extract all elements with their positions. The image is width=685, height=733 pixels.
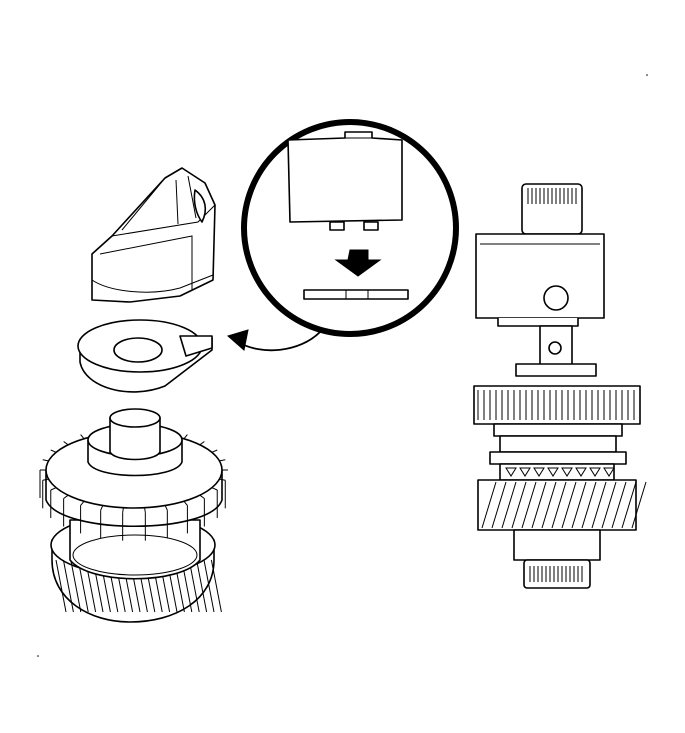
- bearing-needle: [547, 467, 559, 477]
- helical-tooth: [481, 481, 497, 529]
- gear-tooth: [199, 494, 205, 499]
- gear-tooth: [80, 434, 85, 440]
- helical-tooth: [611, 481, 627, 529]
- gear-tooth: [50, 449, 57, 453]
- installed-shaft-assembly: [473, 183, 647, 589]
- gear-tooth: [63, 494, 69, 499]
- lower-helical-gear: [477, 479, 647, 531]
- gear-tooth: [63, 441, 69, 446]
- curved-arrow-to-washer: [226, 329, 321, 352]
- large-spur-gear: [473, 385, 641, 425]
- tabbed-thrust-washer: [77, 319, 213, 393]
- gear-tooth: [50, 487, 57, 491]
- bearing-needle: [575, 467, 587, 477]
- helical-tooth: [210, 559, 222, 613]
- helical-tooth: [581, 481, 597, 529]
- gear-tooth: [80, 500, 85, 506]
- gear-tooth: [42, 459, 49, 462]
- bearing-needle: [519, 467, 531, 477]
- helical-tooth: [531, 481, 547, 529]
- helical-tooth: [571, 481, 587, 529]
- bearing-needle: [603, 467, 615, 477]
- helical-tooth: [601, 481, 617, 529]
- gear-tooth: [42, 478, 49, 481]
- needle-bearing: [499, 463, 615, 481]
- gear-tooth: [100, 505, 104, 511]
- gear-tooth: [219, 459, 226, 462]
- helical-tooth: [591, 481, 607, 529]
- helical-tooth: [203, 559, 215, 613]
- helical-tooth: [621, 481, 637, 529]
- helical-tooth: [561, 481, 577, 529]
- bearing-needle: [533, 467, 545, 477]
- helical-tooth: [70, 559, 82, 613]
- helical-tooth: [541, 481, 557, 529]
- bottom-spline: [523, 559, 591, 589]
- double-gear-assembly: [39, 408, 228, 623]
- helical-tooth: [188, 559, 200, 613]
- helical-tooth: [511, 481, 527, 529]
- helical-tooth: [55, 559, 67, 613]
- helical-tooth: [62, 559, 74, 613]
- gear-tooth: [211, 449, 218, 453]
- gear-tooth: [211, 487, 218, 491]
- bearing-needle: [561, 467, 573, 477]
- tilted-bracket: [91, 167, 216, 303]
- gear-tooth: [219, 478, 226, 481]
- gear-tooth: [122, 507, 124, 513]
- helical-tooth: [631, 481, 647, 529]
- shaft-neck: [539, 325, 573, 367]
- gear-tooth: [199, 441, 205, 446]
- gear-tooth: [144, 507, 146, 513]
- bearing-needle: [589, 467, 601, 477]
- housing-block: [475, 233, 605, 327]
- gear-tooth: [183, 500, 188, 506]
- top-spline: [521, 183, 583, 235]
- helical-tooth: [491, 481, 507, 529]
- helical-tooth: [196, 559, 208, 613]
- bearing-needle: [505, 467, 517, 477]
- gear-tooth: [164, 505, 168, 511]
- helical-tooth: [501, 481, 517, 529]
- helical-tooth: [551, 481, 567, 529]
- gear-tooth: [183, 434, 188, 440]
- detail-inset-circle: [241, 119, 459, 337]
- helical-tooth: [521, 481, 537, 529]
